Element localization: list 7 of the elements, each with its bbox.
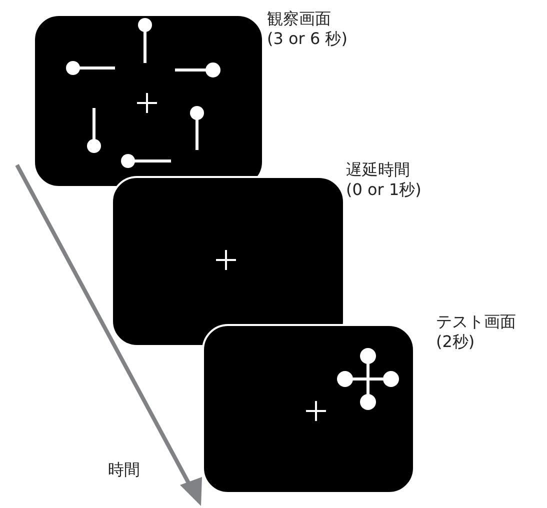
screen-title: 遅延時間 bbox=[346, 160, 410, 179]
duration-label: (2秒) bbox=[436, 332, 475, 351]
screen-title: 観察画面 bbox=[267, 9, 331, 28]
axis-label: 時間 bbox=[108, 460, 140, 479]
duration-label: (3 or 6 秒) bbox=[267, 29, 348, 48]
screen-title: テスト画面 bbox=[436, 312, 516, 331]
duration-label: (0 or 1秒) bbox=[346, 180, 422, 199]
